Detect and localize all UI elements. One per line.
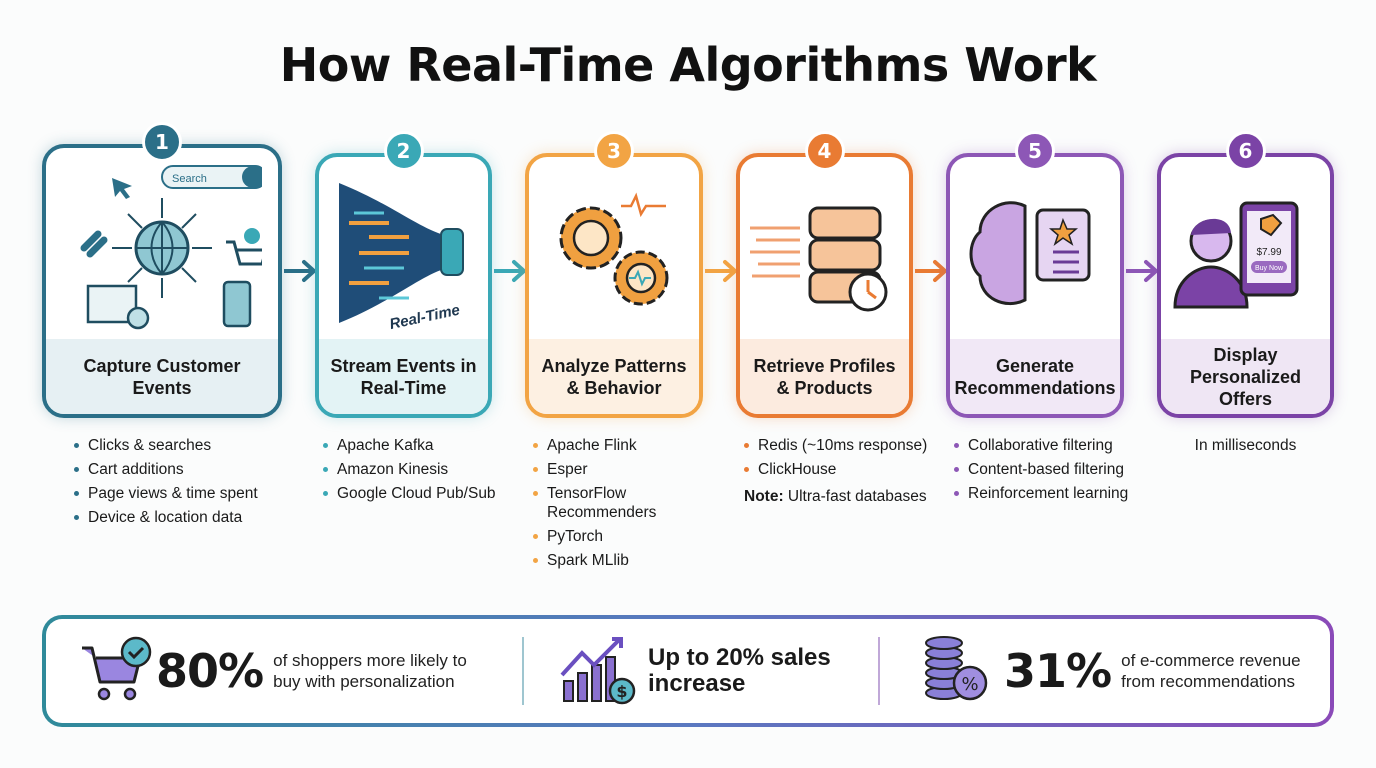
note: Note: Ultra-fast databases	[744, 487, 939, 506]
price-label: $7.99	[1256, 247, 1281, 258]
flow-arrow-icon	[494, 260, 527, 282]
chart-growth-icon: $	[560, 637, 636, 705]
page-title: How Real-Time Algorithms Work	[279, 38, 1097, 92]
step-number-badge: 4	[804, 131, 845, 171]
step-card-1: Search Capture Customer Events	[42, 144, 282, 418]
step-title: Capture Customer Events	[46, 339, 278, 414]
svg-text:$: $	[616, 682, 627, 701]
note-text: Ultra-fast databases	[787, 488, 927, 505]
step-number-badge: 6	[1225, 131, 1266, 171]
divider	[522, 637, 524, 705]
stat-value: 31%	[1004, 644, 1112, 698]
stat-personalization: 80% of shoppers more likely to buy with …	[76, 619, 498, 723]
stat-sales: $ Up to 20% sales increase	[558, 619, 848, 723]
flow-arrow-icon	[284, 260, 317, 282]
stat-text: of e-commerce revenue from recommendatio…	[1121, 651, 1301, 691]
divider	[878, 637, 880, 705]
stream-funnel-icon: Real-Time	[319, 169, 488, 336]
flow-arrow-icon	[705, 260, 738, 282]
step-card-5: Generate Recommendations	[946, 153, 1124, 418]
search-placeholder: Search	[172, 173, 207, 185]
flow-arrow-icon	[1126, 260, 1159, 282]
list-item: TensorFlow Recommenders	[531, 484, 729, 522]
list-item: Apache Kafka	[321, 436, 518, 455]
note-label: Note:	[744, 488, 784, 505]
list-item: Spark MLlib	[531, 551, 729, 570]
brain-card-icon	[950, 169, 1120, 336]
list-item: Google Cloud Pub/Sub	[321, 484, 518, 503]
step-title: Analyze Patterns & Behavior	[529, 339, 699, 414]
real-time-label: Real-Time	[387, 301, 460, 332]
list-item: Reinforcement learning	[952, 484, 1150, 503]
globe-events-icon: Search	[46, 160, 278, 336]
step-title: Display Personalized Offers	[1161, 339, 1330, 414]
stat-value: 80%	[156, 644, 264, 698]
coins-percent-icon: %	[925, 636, 988, 701]
step-card-2: Real-Time Stream Events in Real-Time	[315, 153, 492, 418]
database-stopwatch-icon	[740, 169, 909, 336]
list-item: Esper	[531, 460, 729, 479]
stat-revenue: % 31% of e-commerce revenue from recomme…	[916, 619, 1331, 723]
list-item: Collaborative filtering	[952, 436, 1150, 455]
gears-brain-icon	[529, 169, 699, 336]
list-item: PyTorch	[531, 527, 729, 546]
list-item: Apache Flink	[531, 436, 729, 455]
step-card-4: Retrieve Profiles & Products	[736, 153, 913, 418]
stats-panel: 80% of shoppers more likely to buy with …	[42, 615, 1334, 727]
list-item: Device & location data	[72, 508, 332, 527]
flow-arrow-icon	[915, 260, 948, 282]
buy-now-button: Buy Now	[1254, 265, 1283, 272]
step-title: Generate Recommendations	[950, 339, 1120, 414]
step-number-badge: 5	[1015, 131, 1055, 171]
list-item: Page views & time spent	[72, 484, 332, 503]
stat-text: of shoppers more likely to buy with pers…	[273, 651, 467, 691]
svg-text:%: %	[961, 674, 978, 695]
stat-value: Up to 20% sales increase	[648, 644, 831, 697]
step-number-badge: 3	[594, 131, 634, 171]
list-item: Redis (~10ms response)	[742, 436, 939, 455]
step-number-badge: 1	[142, 122, 182, 162]
list-item: Cart additions	[72, 460, 332, 479]
step-card-3: Analyze Patterns & Behavior	[525, 153, 703, 418]
step-title: Retrieve Profiles & Products	[740, 339, 909, 414]
step-subtitle: In milliseconds	[1194, 437, 1297, 454]
list-item: Amazon Kinesis	[321, 460, 518, 479]
cart-check-icon	[82, 636, 152, 701]
list-item: Content-based filtering	[952, 460, 1150, 479]
list-item: ClickHouse	[742, 460, 939, 479]
step-title: Stream Events in Real-Time	[319, 339, 488, 414]
step-number-badge: 2	[383, 131, 424, 171]
list-item: Clicks & searches	[72, 436, 332, 455]
